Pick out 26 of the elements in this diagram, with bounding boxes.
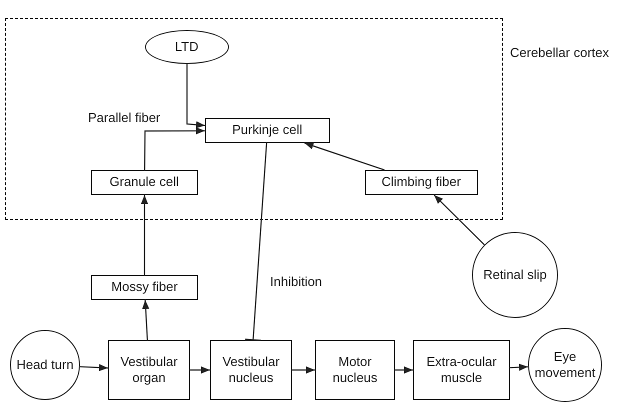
arrow — [395, 366, 413, 374]
edge-label: Parallel fiber — [88, 110, 160, 125]
process-box: Granule cell — [90, 170, 198, 195]
oval-node: LTD — [144, 30, 229, 64]
arrow — [140, 195, 148, 275]
edge-label: Inhibition — [270, 274, 322, 289]
process-box: Purkinje cell — [204, 118, 330, 143]
arrow — [186, 64, 206, 128]
oval-node: Eye movement — [528, 328, 602, 402]
arrow — [80, 364, 108, 372]
process-box: Mossy fiber — [91, 275, 198, 300]
arrow — [304, 142, 385, 171]
arrow — [190, 366, 210, 374]
oval-node: Head turn — [10, 330, 80, 400]
process-box: Vestibular organ — [108, 340, 190, 400]
oval-node: Retinal slip — [472, 232, 558, 318]
region-title: Cerebellar cortex — [510, 45, 609, 60]
arrow — [142, 300, 150, 340]
arrow — [144, 127, 205, 170]
process-box: Extra-ocular muscle — [413, 340, 510, 400]
arrow — [434, 194, 485, 246]
arrow — [510, 364, 528, 371]
process-box: Vestibular nucleus — [210, 340, 292, 400]
process-box: Climbing fiber — [364, 170, 478, 195]
process-box: Motor nucleus — [315, 340, 395, 400]
arrow — [292, 366, 315, 374]
